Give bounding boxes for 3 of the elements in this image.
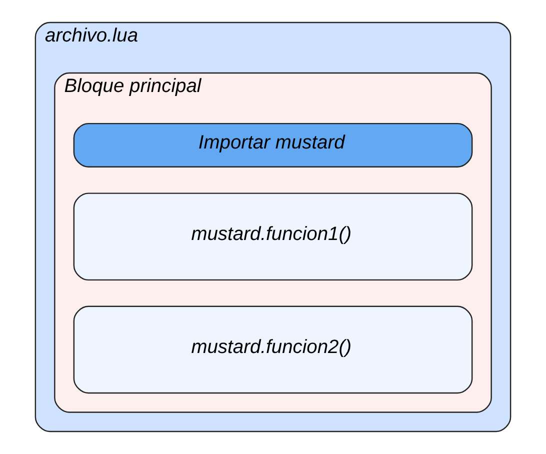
node-box: mustard.funcion2() [73,306,473,394]
node-box: Importar mustard [73,122,473,168]
node-box: mustard.funcion1() [73,192,473,281]
